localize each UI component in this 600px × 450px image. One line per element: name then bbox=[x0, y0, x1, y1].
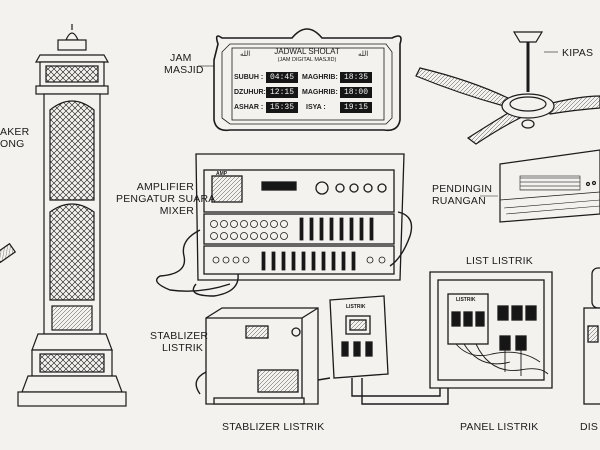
panel-wires bbox=[455, 343, 549, 376]
stabilizer bbox=[205, 307, 319, 405]
prayer-time-ashar: 15:35 bbox=[266, 102, 298, 113]
ac-label-line2: RUANGAN bbox=[432, 195, 486, 207]
amplifier-label-line1: AMPLIFIER bbox=[136, 181, 194, 193]
prayer-name-ashar: ASHAR : bbox=[234, 104, 264, 111]
panel-box-text: LISTRIK bbox=[456, 297, 476, 303]
microphone bbox=[0, 242, 17, 264]
amplifier-label-line3: MIXER bbox=[159, 205, 194, 217]
speaker-tower bbox=[17, 24, 127, 407]
prayer-name-subuh: SUBUH : bbox=[234, 74, 264, 81]
ac-label: PENDINGIN RUANGAN bbox=[432, 183, 493, 207]
prayer-name-maghrib-1: MAGHRIB: bbox=[302, 74, 338, 81]
label-leaders bbox=[198, 51, 558, 197]
clock-arabic-left: الله bbox=[240, 50, 251, 58]
clock-arabic-right: الله bbox=[358, 50, 369, 58]
ac-label-line1: PENDINGIN bbox=[432, 183, 493, 195]
stabilizer-side-label: STABLIZER LISTRIK bbox=[150, 330, 208, 354]
stabilizer-device bbox=[329, 295, 389, 379]
stabilizer-device-text: LISTRIK bbox=[346, 304, 366, 310]
amplifier-knobs bbox=[210, 217, 386, 271]
panel-label: PANEL LISTRIK bbox=[460, 421, 539, 433]
amplifier-cables bbox=[156, 211, 413, 297]
list-listrik-label: LIST LISTRIK bbox=[466, 255, 533, 267]
clock-label-line1: JAM bbox=[170, 52, 192, 64]
amplifier-label: AMPLIFIER PENGATUR SUARA MIXER bbox=[116, 181, 216, 217]
speaker-label-line1: AKER bbox=[0, 126, 30, 138]
fan-label: KIPAS bbox=[562, 47, 594, 59]
prayer-time-subuh: 04:45 bbox=[266, 72, 298, 83]
amplifier-label-line2: PENGATUR SUARA bbox=[116, 193, 216, 205]
prayer-time-maghrib-2: 18:00 bbox=[340, 87, 372, 98]
clock-label-line2: MASJID bbox=[164, 64, 204, 76]
water-dispenser bbox=[583, 267, 600, 405]
stabilizer-side-label-line2: LISTRIK bbox=[162, 342, 204, 354]
dispenser-label: DIS bbox=[580, 421, 599, 433]
clock-title: JADWAL SHOLAT bbox=[274, 47, 340, 56]
air-conditioner bbox=[499, 149, 600, 223]
speaker-label-line2: ONG bbox=[0, 138, 25, 150]
prayer-name-maghrib-2: MAGHRIB: bbox=[302, 89, 338, 96]
speaker-label: AKER ONG bbox=[0, 126, 29, 150]
prayer-time-maghrib-1: 18:35 bbox=[340, 72, 372, 83]
electrical-panel bbox=[429, 271, 553, 389]
clock-subtitle: (JAM DIGITAL MASJID) bbox=[277, 57, 337, 63]
amplifier-rack bbox=[195, 153, 405, 281]
stabilizer-bottom-label: STABLIZER LISTRIK bbox=[222, 421, 325, 433]
prayer-time-isya: 19:15 bbox=[340, 102, 372, 113]
prayer-name-dzuhur: DZUHUR: bbox=[234, 89, 266, 96]
ceiling-fan bbox=[415, 31, 600, 145]
prayer-name-isya: ISYA : bbox=[306, 104, 326, 111]
clock-label: JAM MASJID bbox=[164, 52, 204, 76]
amplifier-brand: AMP bbox=[216, 171, 228, 177]
stabilizer-side-label-line1: STABLIZER bbox=[150, 330, 209, 342]
prayer-time-dzuhur: 12:15 bbox=[266, 87, 298, 98]
